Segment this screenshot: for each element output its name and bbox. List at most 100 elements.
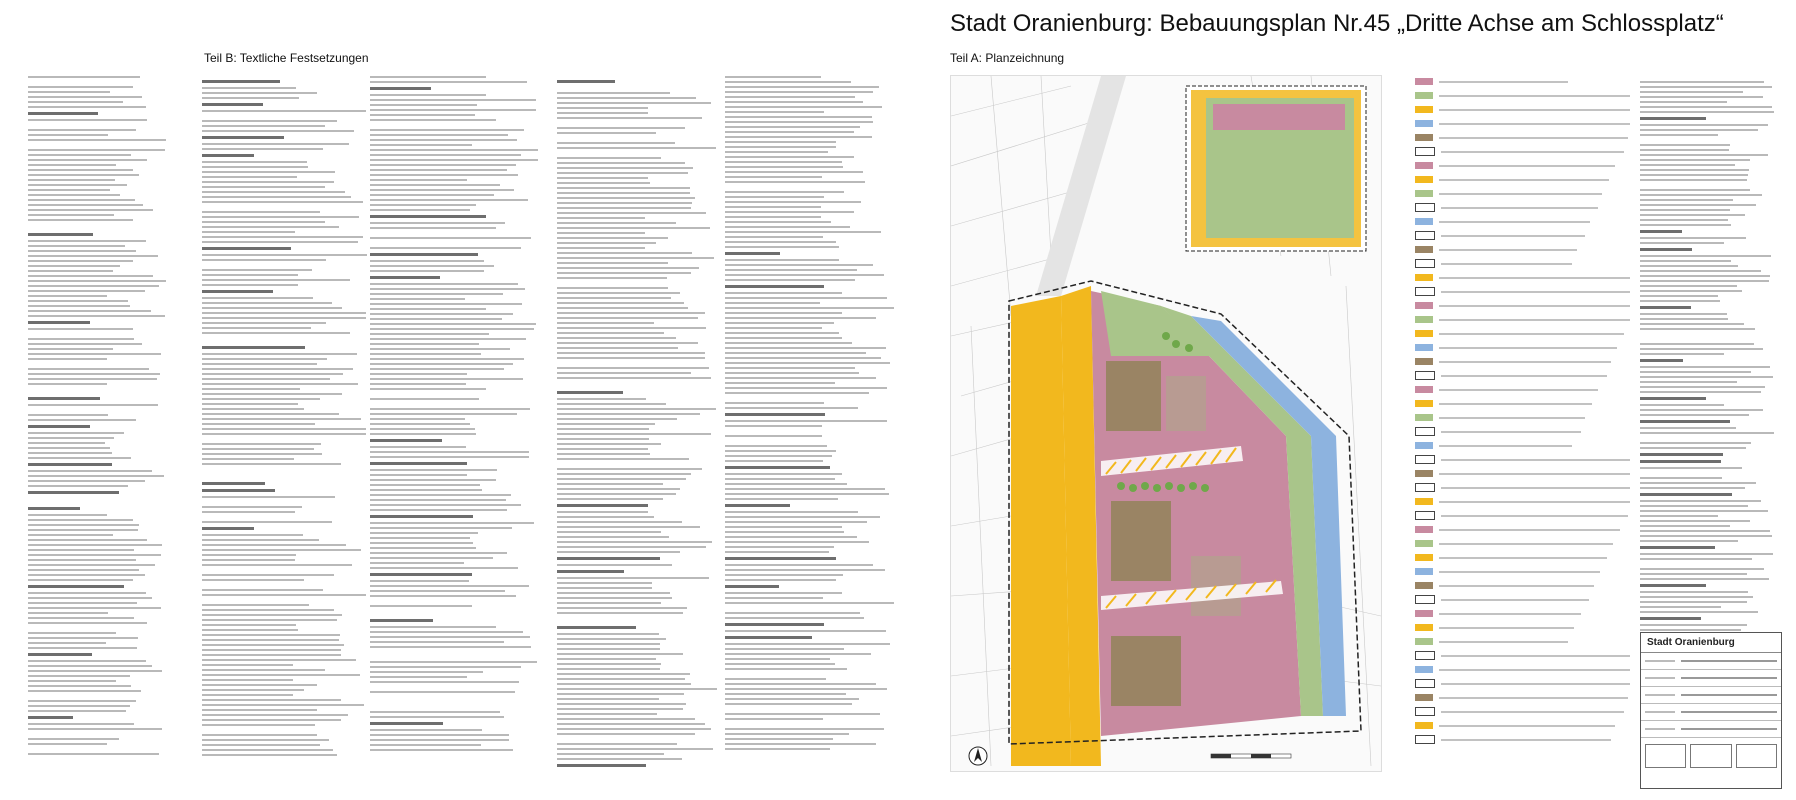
- text-line-placeholder: [370, 562, 465, 564]
- text-line-placeholder: [557, 612, 684, 614]
- text-line-placeholder: [28, 753, 159, 755]
- text-line-placeholder: [28, 660, 147, 662]
- text-line-placeholder: [557, 192, 690, 194]
- text-line-placeholder: [370, 99, 536, 101]
- legend-symbol: [1415, 582, 1433, 589]
- text-line-placeholder: [1640, 101, 1728, 103]
- legend-symbol: [1415, 287, 1435, 296]
- text-line-placeholder: [725, 126, 861, 128]
- text-line-placeholder: [725, 493, 890, 495]
- legend-symbol: [1415, 134, 1433, 141]
- text-line-placeholder: [370, 227, 496, 229]
- text-line-placeholder: [28, 404, 159, 406]
- text-line-placeholder: [28, 280, 166, 282]
- text-line-placeholder: [28, 255, 158, 257]
- text-line-placeholder: [370, 149, 538, 151]
- text-line-placeholder: [725, 211, 855, 213]
- text-line-placeholder: [557, 408, 717, 410]
- text-heading-placeholder: [202, 154, 254, 157]
- text-heading-placeholder: [370, 253, 479, 256]
- text-line-placeholder: [725, 516, 880, 518]
- text-line-placeholder: [28, 328, 133, 330]
- text-line-placeholder: [28, 184, 128, 186]
- text-line-placeholder: [370, 749, 513, 751]
- text-line-placeholder: [370, 527, 512, 529]
- text-line-placeholder: [1640, 149, 1730, 151]
- text-line-placeholder: [1640, 624, 1747, 626]
- text-line-placeholder: [28, 592, 147, 594]
- text-line-placeholder: [28, 414, 109, 416]
- text-heading-placeholder: [1640, 420, 1730, 423]
- text-heading-placeholder: [202, 136, 284, 139]
- text-line-placeholder: [725, 337, 843, 339]
- text-line-placeholder: [202, 284, 298, 286]
- text-heading-placeholder: [725, 466, 831, 469]
- text-line-placeholder: [725, 643, 891, 645]
- text-line-placeholder: [725, 450, 836, 452]
- text-line-placeholder: [1640, 265, 1739, 267]
- text-line-placeholder: [28, 554, 161, 556]
- text-line-placeholder: [202, 549, 361, 551]
- text-line-placeholder: [370, 666, 522, 668]
- text-line-placeholder: [1640, 386, 1765, 388]
- text-line-placeholder: [370, 532, 478, 534]
- text-line-placeholder: [28, 470, 152, 472]
- legend-row: [1415, 76, 1630, 87]
- text-line-placeholder: [202, 579, 305, 581]
- text-line-placeholder: [1640, 414, 1749, 416]
- text-line-placeholder: [370, 484, 481, 486]
- text-line-placeholder: [725, 392, 870, 394]
- text-line-placeholder: [1640, 348, 1764, 350]
- text-line-placeholder: [370, 222, 505, 224]
- text-line-placeholder: [370, 388, 487, 390]
- text-line-placeholder: [725, 151, 829, 153]
- text-line-placeholder: [202, 506, 303, 508]
- text-line-placeholder: [557, 521, 682, 523]
- text-line-placeholder: [557, 582, 653, 584]
- legend-symbol: [1415, 427, 1435, 436]
- text-line-placeholder: [557, 648, 661, 650]
- text-line-placeholder: [202, 664, 293, 666]
- text-line-placeholder: [28, 617, 135, 619]
- legend-symbol: [1415, 358, 1433, 365]
- text-line-placeholder: [28, 219, 134, 221]
- text-line-placeholder: [1640, 343, 1755, 345]
- text-line-placeholder: [1640, 242, 1725, 244]
- text-line-placeholder: [557, 758, 683, 760]
- legend-row: [1415, 440, 1630, 451]
- text-line-placeholder: [28, 179, 115, 181]
- text-line-placeholder: [370, 114, 476, 116]
- text-line-placeholder: [28, 383, 108, 385]
- text-line-placeholder: [725, 302, 820, 304]
- text-line-placeholder: [202, 689, 305, 691]
- text-line-placeholder: [557, 413, 701, 415]
- text-line-placeholder: [1640, 209, 1730, 211]
- text-line-placeholder: [725, 693, 846, 695]
- text-line-placeholder: [370, 104, 478, 106]
- legend-symbol: [1415, 78, 1433, 85]
- text-line-placeholder: [28, 564, 155, 566]
- text-line-placeholder: [202, 148, 324, 150]
- text-line-placeholder: [725, 579, 836, 581]
- text-heading-placeholder: [28, 397, 101, 400]
- text-line-placeholder: [1640, 596, 1754, 598]
- legend-symbol: [1415, 344, 1433, 351]
- text-line-placeholder: [725, 541, 869, 543]
- text-line-placeholder: [557, 312, 705, 314]
- text-line-placeholder: [1640, 505, 1748, 507]
- text-line-placeholder: [202, 120, 338, 122]
- text-line-placeholder: [557, 212, 707, 214]
- legend-symbol: [1415, 147, 1435, 156]
- text-line-placeholder: [725, 347, 886, 349]
- text-line-placeholder: [28, 524, 139, 526]
- text-line-placeholder: [202, 125, 325, 127]
- text-line-placeholder: [202, 312, 367, 314]
- legend-row: [1415, 664, 1630, 675]
- text-heading-placeholder: [1640, 617, 1702, 620]
- text-line-placeholder: [1640, 467, 1742, 469]
- text-line-placeholder: [370, 423, 471, 425]
- legend-row: [1415, 706, 1630, 717]
- text-line-placeholder: [1640, 86, 1772, 88]
- text-line-placeholder: [1640, 477, 1722, 479]
- text-line-placeholder: [725, 498, 839, 500]
